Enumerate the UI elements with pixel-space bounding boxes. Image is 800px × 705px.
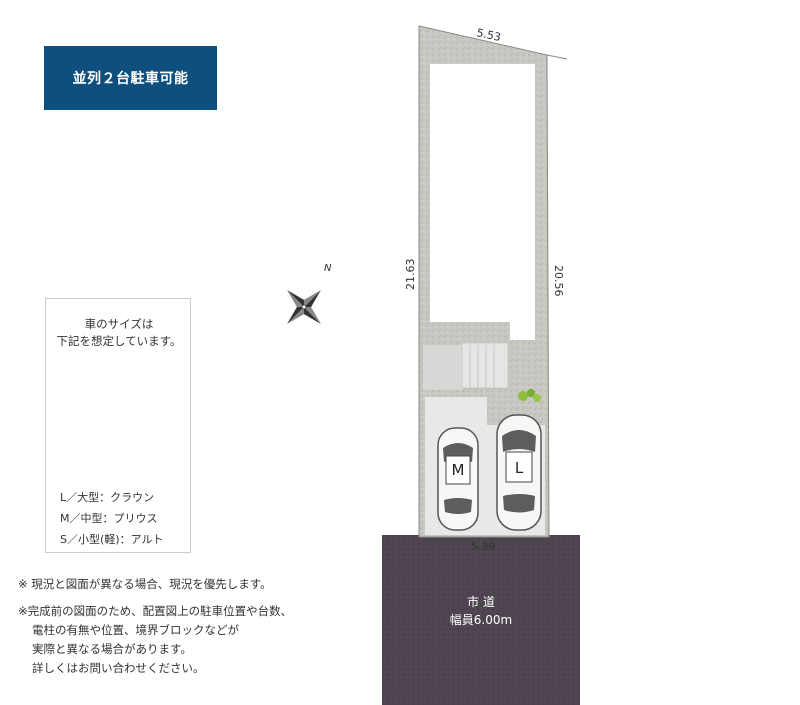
- dimension-right: 20.56: [552, 265, 565, 297]
- compass-north-label: N: [324, 263, 332, 274]
- city-road: [382, 535, 580, 705]
- note-current-condition: ※ 現況と図面が異なる場合、現況を優先します。: [18, 577, 272, 591]
- shrub: [527, 389, 535, 397]
- car-m: [437, 427, 479, 531]
- building-footprint: [430, 64, 535, 340]
- car-m-label: M: [452, 461, 465, 479]
- shrub: [518, 391, 528, 401]
- car-l-label: L: [515, 459, 524, 477]
- compass-icon: [287, 290, 321, 324]
- note-drawing-disclaimer: ※完成前の図面のため、配置図上の駐車位置や台数、 電柱の有無や位置、境界ブロック…: [18, 604, 293, 675]
- legend-item-list: L／大型：クラウン M／中型：プリウス S／小型(軽)：アルト: [60, 487, 163, 550]
- boundary-extension: [546, 54, 568, 60]
- car-l: [496, 414, 542, 531]
- dimension-top: 5.53: [475, 26, 502, 44]
- paving-area: [423, 345, 463, 390]
- disclaimer-notes: ※ 現況と図面が異なる場合、現況を優先します。 ※完成前の図面のため、配置図上の…: [18, 575, 292, 678]
- road-name: 市 道: [467, 594, 495, 609]
- legend-title: 車のサイズは 下記を想定しています。: [56, 317, 182, 348]
- shrub: [533, 394, 541, 402]
- legend-item-m: M／中型：プリウス: [60, 512, 158, 525]
- entrance-step: [461, 342, 509, 389]
- dimension-bottom: 5.39: [471, 540, 496, 553]
- legend-item-s: S／小型(軽)：アルト: [60, 533, 164, 546]
- parking-badge: 並列２台駐車可能: [44, 46, 217, 110]
- dimension-left: 21.63: [404, 259, 417, 291]
- road-width: 幅員6.00m: [450, 612, 512, 627]
- legend-item-l: L／大型：クラウン: [60, 491, 155, 504]
- car-size-legend: 車のサイズは 下記を想定しています。 L／大型：クラウン M／中型：プリウス S…: [45, 298, 191, 553]
